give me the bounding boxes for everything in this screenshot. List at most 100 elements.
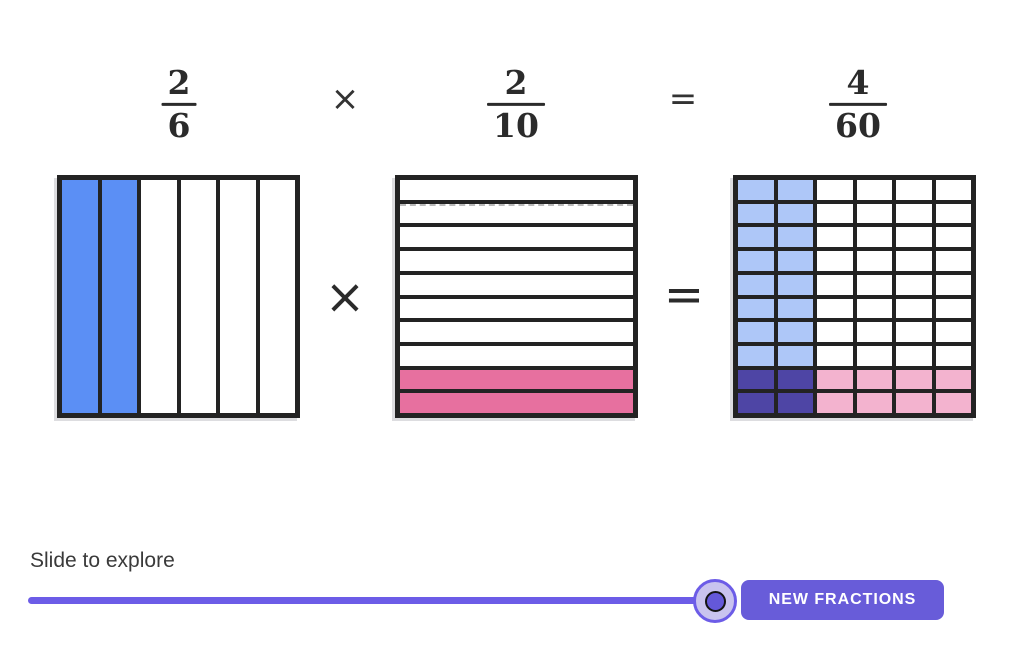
grid-cell <box>400 322 633 342</box>
grid-cell <box>935 203 971 224</box>
grid-cell <box>220 180 256 413</box>
grid-cell <box>896 298 932 319</box>
grid-cell <box>777 274 813 295</box>
grid-cell <box>738 369 774 390</box>
grid-cell <box>777 393 813 413</box>
grid-cell <box>777 227 813 248</box>
grid-cell <box>935 322 971 342</box>
grid-cell <box>738 227 774 248</box>
grid-cell <box>896 227 932 248</box>
grid-cell <box>896 274 932 295</box>
grid-cell <box>738 345 774 366</box>
grid-cell <box>817 180 853 200</box>
fraction-result-numerator: 4 <box>846 62 870 102</box>
grid-cell <box>817 227 853 248</box>
grid-cell <box>896 251 932 271</box>
grid-cell <box>738 251 774 271</box>
fraction-bar <box>487 102 545 106</box>
fraction-second: 2 10 <box>487 62 545 145</box>
product-grid[interactable] <box>733 175 976 418</box>
fraction-result-denominator: 60 <box>835 105 881 145</box>
grid-cell <box>935 227 971 248</box>
fraction-first: 2 6 <box>161 62 197 145</box>
grid-cell <box>400 180 633 200</box>
slider-track[interactable] <box>28 597 716 604</box>
grid-cell <box>738 298 774 319</box>
fraction-second-numerator: 2 <box>504 62 528 102</box>
grid-cell <box>856 298 892 319</box>
fraction-result: 4 60 <box>829 62 887 145</box>
grid-cell <box>101 180 137 413</box>
grid-cell <box>817 251 853 271</box>
grid-cell <box>738 274 774 295</box>
grid-cell <box>817 393 853 413</box>
grid-cell <box>817 369 853 390</box>
grid-cell <box>856 369 892 390</box>
grid-cell <box>817 298 853 319</box>
grid-cell <box>856 251 892 271</box>
grid-cell <box>935 393 971 413</box>
grid-cell <box>856 227 892 248</box>
equals-symbol: = <box>668 79 698 119</box>
equals-symbol-diagram: = <box>663 267 705 323</box>
grid-cell <box>856 345 892 366</box>
grid-cell <box>856 322 892 342</box>
grid-cell <box>896 345 932 366</box>
tenths-grid[interactable] <box>395 175 638 418</box>
grid-cell <box>400 227 633 248</box>
grid-cell <box>817 322 853 342</box>
grid-cell <box>777 251 813 271</box>
sixths-grid[interactable] <box>57 175 300 418</box>
grid-cell <box>935 274 971 295</box>
slider-handle[interactable] <box>693 579 737 623</box>
grid-cell <box>777 345 813 366</box>
grid-cell <box>896 180 932 200</box>
fraction-bar <box>161 102 197 106</box>
grid-cell <box>896 393 932 413</box>
grid-cell <box>856 203 892 224</box>
grid-cell <box>62 180 98 413</box>
grid-cell <box>400 298 633 319</box>
grid-cell <box>259 180 295 413</box>
grid-cell <box>400 251 633 271</box>
grid-cell <box>935 369 971 390</box>
grid-cell <box>738 393 774 413</box>
grid-cell <box>896 369 932 390</box>
grid-cell <box>856 393 892 413</box>
grid-cell <box>777 180 813 200</box>
grid-cell <box>817 203 853 224</box>
grid-cell <box>738 203 774 224</box>
grid-cell <box>180 180 216 413</box>
grid-cell <box>777 203 813 224</box>
times-symbol-diagram: × <box>324 269 366 325</box>
grid-cell <box>935 345 971 366</box>
slider-handle-dot <box>704 590 726 612</box>
grid-cell <box>738 322 774 342</box>
fraction-bar <box>829 102 887 106</box>
grid-cell <box>896 322 932 342</box>
fraction-first-numerator: 2 <box>167 62 191 102</box>
grid-cell <box>141 180 177 413</box>
grid-cell <box>935 251 971 271</box>
grid-cell <box>935 180 971 200</box>
grid-cell <box>400 274 633 295</box>
grid-cell <box>896 203 932 224</box>
grid-cell <box>856 274 892 295</box>
grid-cell <box>777 298 813 319</box>
grid-cell <box>400 203 633 224</box>
fraction-first-denominator: 6 <box>167 105 191 145</box>
grid-cell <box>817 274 853 295</box>
grid-cell <box>738 180 774 200</box>
grid-cell <box>817 345 853 366</box>
grid-cell <box>400 369 633 390</box>
slider-label: Slide to explore <box>30 549 175 572</box>
fraction-second-denominator: 10 <box>493 105 539 145</box>
times-symbol: × <box>330 79 360 119</box>
grid-cell <box>400 345 633 366</box>
new-fractions-button[interactable]: NEW FRACTIONS <box>741 580 944 620</box>
grid-cell <box>856 180 892 200</box>
grid-cell <box>400 393 633 413</box>
grid-cell <box>777 369 813 390</box>
grid-cell <box>935 298 971 319</box>
